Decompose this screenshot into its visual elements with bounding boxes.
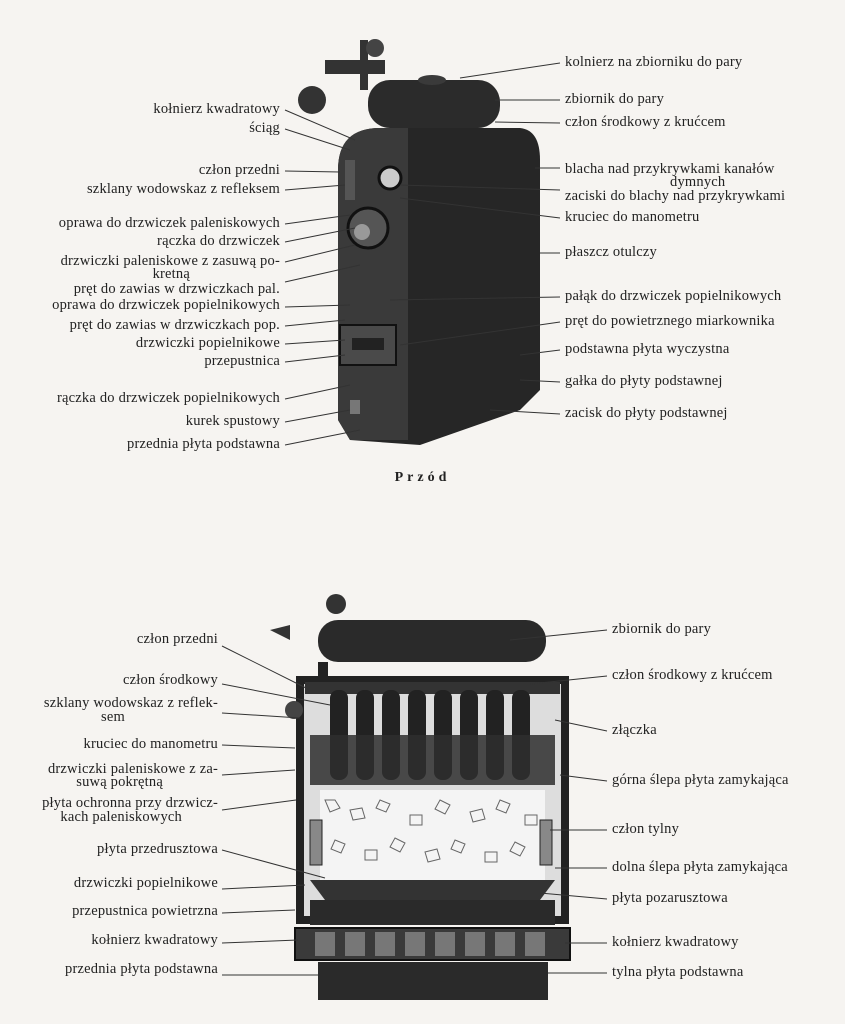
label-drzwiczki-paleniskowe: drzwiczki paleniskowe z zasuwą po- xyxy=(60,253,280,269)
label-szklany-wodowskaz: szklany wodowskaz z reflek- xyxy=(43,695,218,711)
label-przednia-plyta: przednia płyta podstawna xyxy=(127,436,280,452)
label-oprawa-popielnikowych: oprawa do drzwiczek popielnikowych xyxy=(52,297,280,313)
label-zacisk: zacisk do płyty podstawnej xyxy=(565,405,728,421)
label-kruciec-manometru: kruciec do manometru xyxy=(565,209,700,225)
label-przednia-plyta: przednia płyta podstawna xyxy=(65,961,218,977)
label-gorna-plyta: górna ślepa płyta zamykająca xyxy=(612,772,789,788)
label-sciag: ściąg xyxy=(249,120,280,136)
label-zlaczka: złączka xyxy=(612,722,657,738)
label-szklany-wodowskaz-cont: sem xyxy=(101,709,125,725)
label-zbiornik-pary: zbiornik do pary xyxy=(612,621,712,637)
label-drzwiczki-paleniskowe-cont: kretną xyxy=(152,266,190,282)
leader-lines xyxy=(221,62,608,976)
label-pret-miarkownika: pręt do powietrznego miarkownika xyxy=(565,313,775,329)
label-przepustnica: przepustnica xyxy=(204,353,280,369)
label-czlon-przedni: człon przedni xyxy=(198,162,280,178)
label-plyta-ochronna: płyta ochronna przy drzwicz- xyxy=(42,795,218,811)
label-oprawa-paleniskowych: oprawa do drzwiczek paleniskowych xyxy=(58,215,280,231)
front-view-caption: Przód xyxy=(394,470,451,485)
label-blacha: blacha nad przykrywkami kanałów xyxy=(565,161,775,177)
label-kolnierz-zbiornik: kolnierz na zbiorniku do pary xyxy=(565,54,743,70)
label-plyta-przedrusztowa: płyta przedrusztowa xyxy=(97,841,218,857)
label-drzwiczki-paleniskowe-cont: suwą pokrętną xyxy=(76,774,163,790)
label-drzwiczki-popielnikowe: drzwiczki popielnikowe xyxy=(73,875,218,891)
label-czlon-srodkowy-krucc: człon środkowy z krućcem xyxy=(612,667,773,683)
label-czlon-przedni: człon przedni xyxy=(136,631,218,647)
label-dolna-plyta: dolna ślepa płyta zamykająca xyxy=(612,859,788,875)
label-kolnierz-kwadratowy: kołnierz kwadratowy xyxy=(91,932,218,948)
section-boiler-drawing xyxy=(270,594,571,1000)
label-plyta-pozarusztowa: płyta pozarusztowa xyxy=(612,890,728,906)
label-zaciski: zaciski do blachy nad przykrywkami xyxy=(565,188,786,204)
label-drzwiczki-paleniskowe: drzwiczki paleniskowe z za- xyxy=(47,761,218,777)
label-galka: gałka do płyty podstawnej xyxy=(565,373,723,389)
label-plyta-ochronna-cont: kach paleniskowych xyxy=(60,809,182,825)
label-zbiornik-pary: zbiornik do pary xyxy=(565,91,665,107)
label-raczka-popielnikowych: rączka do drzwiczek popielnikowych xyxy=(57,390,280,406)
label-blacha-cont: dymnych xyxy=(670,174,726,190)
front-boiler-drawing xyxy=(298,39,540,445)
label-drzwiczki-popielnikowe: drzwiczki popielnikowe xyxy=(135,335,280,351)
label-palak: pałąk do drzwiczek popielnikowych xyxy=(565,288,782,304)
label-kurek-spustowy: kurek spustowy xyxy=(185,413,280,429)
label-czlon-tylny: człon tylny xyxy=(612,821,680,837)
label-kolnierz-kwadratowy: kołnierz kwadratowy xyxy=(153,101,280,117)
label-raczka-drzwiczek: rączka do drzwiczek xyxy=(157,233,280,249)
label-kolnierz-kwadratowy: kołnierz kwadratowy xyxy=(612,934,739,950)
label-pret-zawias-pop: pręt do zawias w drzwiczkach pop. xyxy=(69,317,280,333)
label-pret-zawias-pal: pręt do zawias w drzwiczkach pal. xyxy=(73,281,280,297)
label-kruciec-manometru: kruciec do manometru xyxy=(83,736,218,752)
label-czlon-srodkowy: człon środkowy xyxy=(122,672,218,688)
label-plaszcz: płaszcz otulczy xyxy=(565,244,657,260)
label-przepustnica-powietrzna: przepustnica powietrzna xyxy=(72,903,218,919)
label-tylna-plyta: tylna płyta podstawna xyxy=(612,964,744,980)
label-plyta-wyczystna: podstawna płyta wyczystna xyxy=(565,341,730,357)
label-szklany-wodowskaz: szklany wodowskaz z refleksem xyxy=(86,181,280,197)
label-czlon-srodkowy: człon środkowy z krućcem xyxy=(565,114,726,130)
